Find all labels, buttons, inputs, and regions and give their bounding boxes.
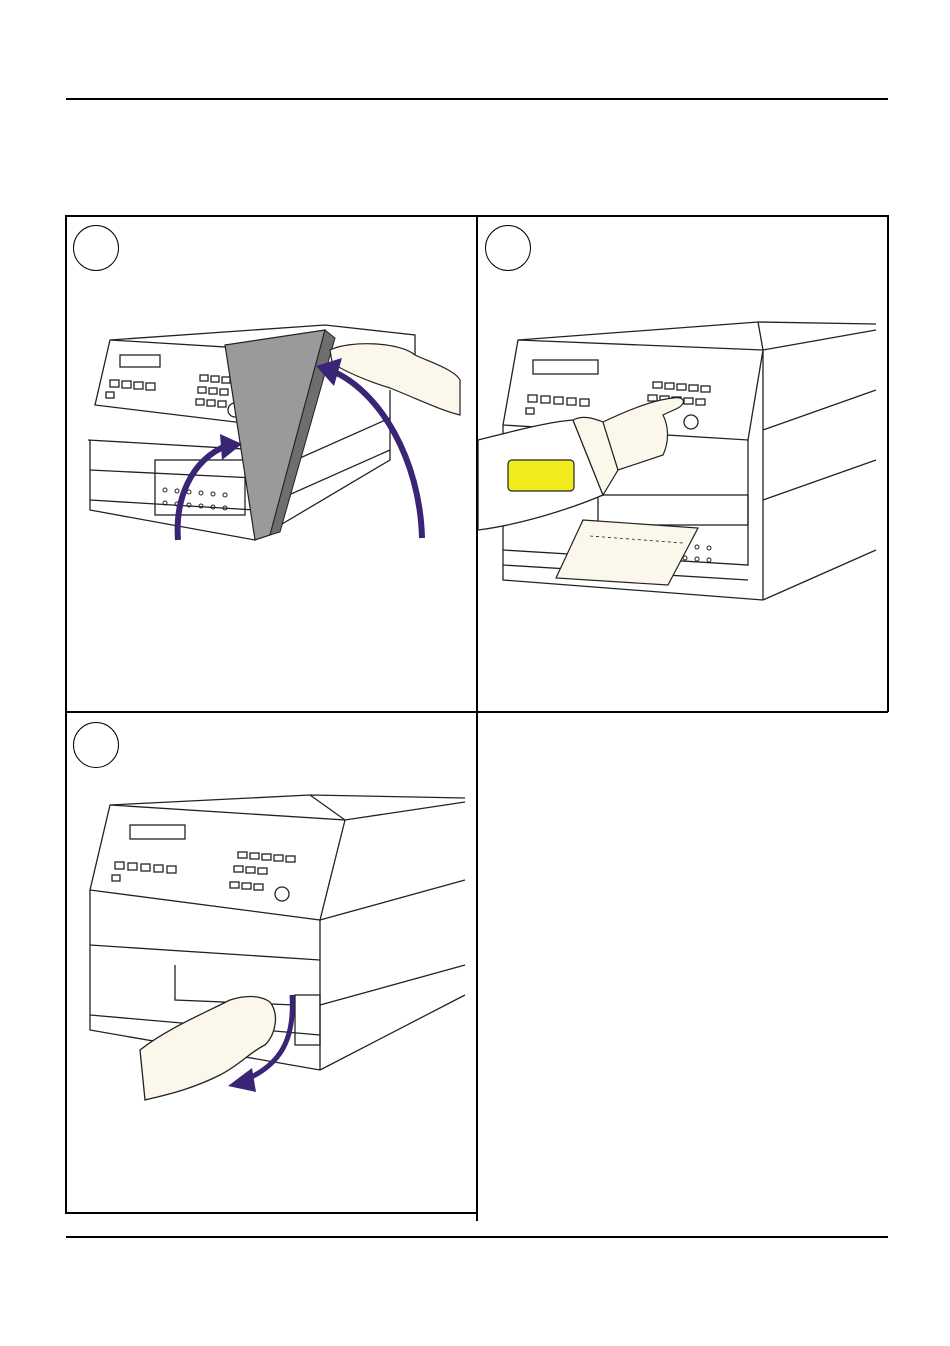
footer-rule: [66, 1236, 888, 1238]
open-cover-illustration: [70, 300, 470, 560]
header-rule: [66, 98, 888, 100]
grid-left-border: [65, 215, 67, 1213]
step-1-number-circle: [73, 225, 119, 271]
grid-bottom-border: [65, 1212, 477, 1214]
feed-key-highlight: [508, 460, 574, 491]
feed-button-illustration: [478, 310, 886, 610]
close-cover-illustration: [70, 790, 470, 1110]
grid-right-border: [887, 215, 889, 712]
step-2-number-circle: [485, 225, 531, 271]
step-3-number-circle: [73, 722, 119, 768]
grid-middle-divider: [65, 711, 888, 713]
